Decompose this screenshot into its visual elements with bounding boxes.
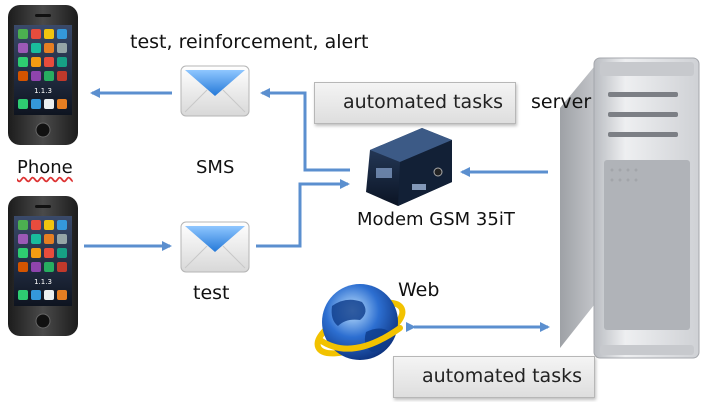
phone-icon: 1.1.3 [8, 5, 78, 145]
phone-icon: 1.1.3 [8, 196, 78, 336]
test-label: test [193, 282, 230, 304]
automated-tasks-label: automated tasks [342, 91, 503, 113]
arrow-modem-to-sms [260, 88, 350, 172]
envelope-icon [180, 221, 250, 273]
arrows [84, 88, 550, 332]
web-label: Web [398, 279, 440, 301]
envelope-icon [180, 65, 250, 117]
globe-icon [314, 284, 406, 360]
phone-screen-version: 1.1.3 [34, 278, 52, 286]
automated-tasks-label: automated tasks [421, 365, 582, 387]
automated-tasks-box-top: automated tasks [314, 82, 516, 124]
automated-tasks-box-bottom: automated tasks [393, 356, 595, 398]
arrow-sms-to-modem [256, 179, 350, 248]
server-label: server [531, 91, 592, 113]
modem-icon [366, 128, 452, 206]
server-icon [560, 57, 700, 359]
modem-label: Modem GSM 35iT [357, 209, 515, 230]
phone-screen-version: 1.1.3 [34, 87, 52, 95]
sms-label: SMS [196, 157, 235, 178]
top-message-label: test, reinforcement, alert [130, 31, 369, 53]
phone-label: Phone [17, 157, 73, 178]
